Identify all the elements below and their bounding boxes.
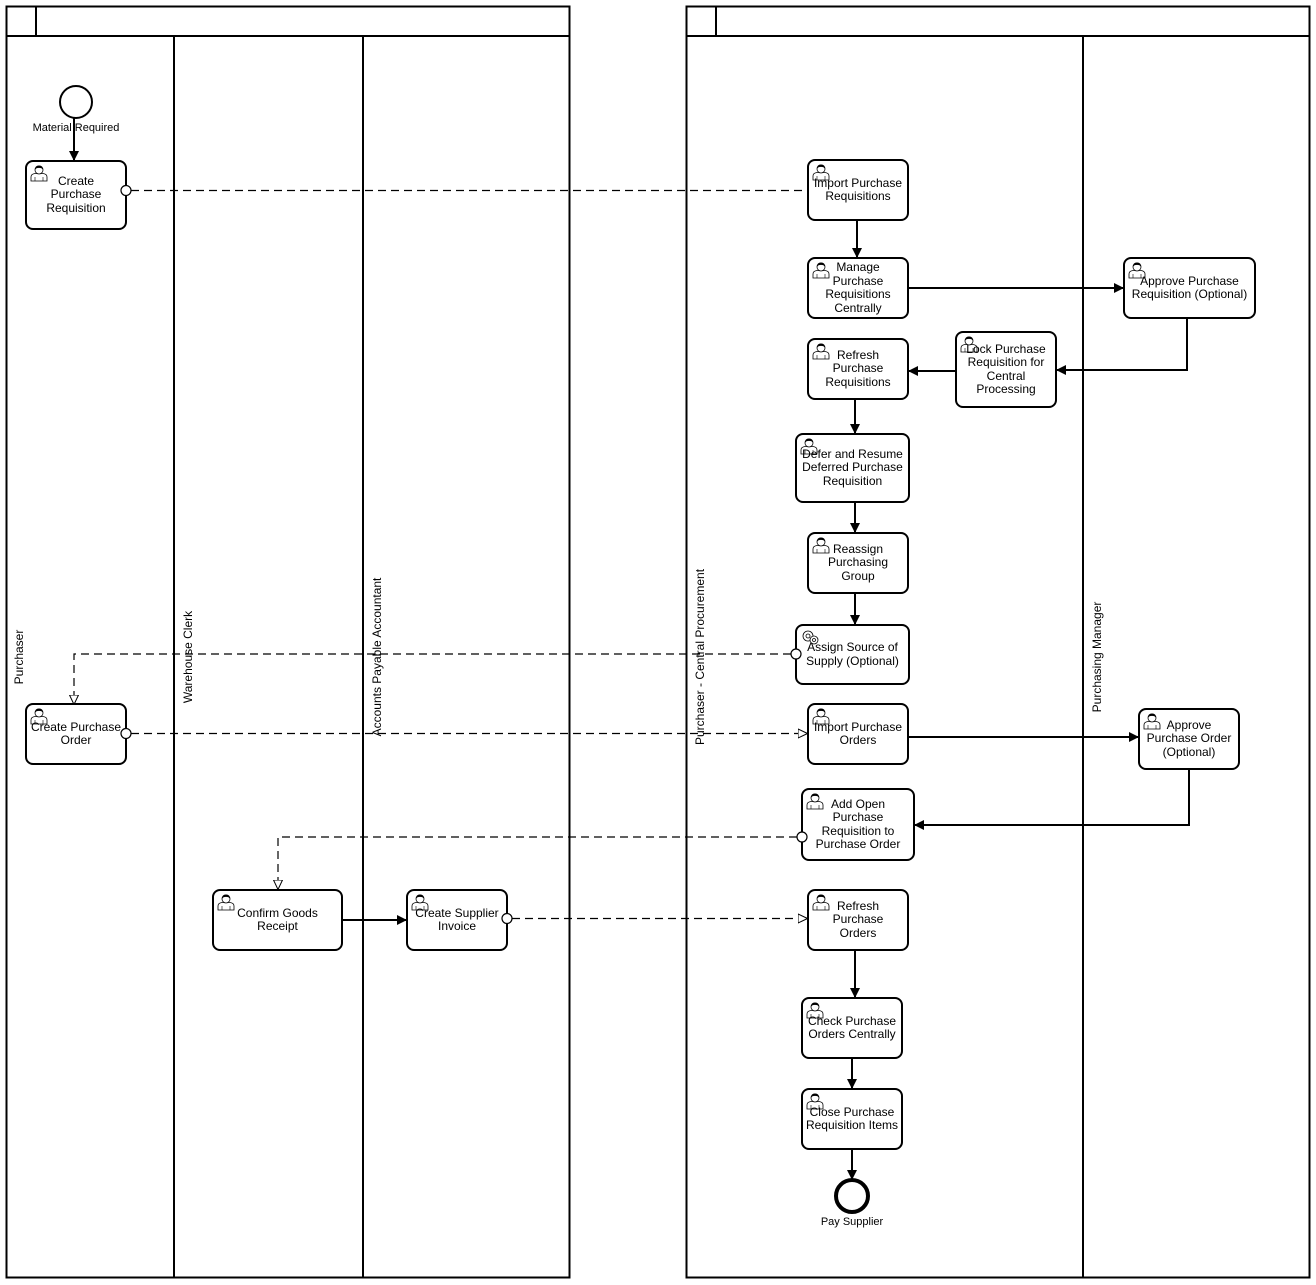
- lane-label-accounts-payable: Accounts Payable Accountant: [370, 577, 384, 736]
- task-label: Create Purchase Order: [30, 719, 122, 747]
- sequence-flows: [69, 118, 1190, 1180]
- lane-label-central-procurement: Purchaser - Central Procurement: [693, 568, 707, 745]
- task-label: Refresh Purchase Orders: [832, 898, 884, 940]
- lane-label-warehouse-clerk: Warehouse Clerk: [181, 610, 195, 703]
- task-label: Create Supplier Invoice: [415, 905, 499, 933]
- task-label: Assign Source of Supply (Optional): [806, 640, 899, 668]
- task-label: Lock Purchase Requisition for Central Pr…: [966, 341, 1046, 396]
- message-origin: [120, 727, 132, 740]
- task-approve-purchase-requisition[interactable]: Approve Purchase Requisition (Optional): [1123, 257, 1256, 319]
- task-label: Create Purchase Requisition: [46, 173, 106, 215]
- task-add-open-pr-to-po[interactable]: Add Open Purchase Requisition to Purchas…: [801, 788, 915, 861]
- task-refresh-purchase-requisitions[interactable]: Refresh Purchase Requisitions: [807, 338, 909, 400]
- task-label: Close Purchase Requisition Items: [805, 1104, 899, 1132]
- message-flows: [74, 191, 858, 919]
- task-defer-and-resume-purchase-requisition[interactable]: Defer and Resume Deferred Purchase Requi…: [795, 433, 910, 503]
- message-origin: [501, 912, 513, 925]
- pool-left: [5, 5, 571, 1279]
- sequence-flow: [914, 769, 1190, 830]
- message-flow: [74, 653, 791, 705]
- task-label: Reassign Purchasing Group: [827, 541, 889, 583]
- lane-label-purchasing-manager: Purchasing Manager: [1090, 602, 1104, 713]
- task-label: Check Purchase Orders Centrally: [807, 1013, 897, 1041]
- task-label: Defer and Resume Deferred Purchase Requi…: [802, 446, 903, 488]
- end-event-label: Pay Supplier: [821, 1216, 884, 1228]
- task-approve-purchase-order[interactable]: Approve Purchase Order (Optional): [1138, 708, 1240, 770]
- task-label: Refresh Purchase Requisitions: [825, 347, 891, 389]
- lane-label-purchaser: Purchaser: [12, 630, 26, 685]
- task-label: Import Purchase Orders: [813, 719, 903, 747]
- start-event-label: Material Required: [33, 122, 120, 134]
- task-label: Manage Purchase Requisitions Centrally: [825, 260, 891, 315]
- task-label: Import Purchase Requisitions: [813, 175, 903, 203]
- message-origin: [120, 184, 132, 197]
- task-create-supplier-invoice[interactable]: Create Supplier Invoice: [406, 889, 508, 951]
- task-close-purchase-requisition-items[interactable]: Close Purchase Requisition Items: [801, 1088, 903, 1150]
- task-confirm-goods-receipt[interactable]: Confirm Goods Receipt: [212, 889, 343, 951]
- task-create-purchase-order[interactable]: Create Purchase Order: [25, 703, 127, 765]
- sequence-flow: [1056, 318, 1188, 375]
- task-refresh-purchase-orders[interactable]: Refresh Purchase Orders: [807, 889, 909, 951]
- task-label: Add Open Purchase Requisition to Purchas…: [815, 796, 901, 851]
- message-flow-origins: [120, 184, 808, 925]
- end-event[interactable]: [834, 1178, 870, 1214]
- task-import-purchase-orders[interactable]: Import Purchase Orders: [807, 703, 909, 765]
- task-create-purchase-requisition[interactable]: Create Purchase Requisition: [25, 160, 127, 230]
- task-label: Confirm Goods Receipt: [237, 905, 318, 933]
- message-origin: [796, 831, 808, 843]
- task-import-purchase-requisitions[interactable]: Import Purchase Requisitions: [807, 159, 909, 221]
- task-lock-purchase-requisition[interactable]: Lock Purchase Requisition for Central Pr…: [955, 331, 1057, 408]
- task-reassign-purchasing-group[interactable]: Reassign Purchasing Group: [807, 532, 909, 594]
- start-event[interactable]: [59, 85, 93, 119]
- pool-right: [685, 5, 1311, 1279]
- task-check-purchase-orders-centrally[interactable]: Check Purchase Orders Centrally: [801, 997, 903, 1059]
- message-origin: [790, 648, 802, 660]
- message-flow: [278, 836, 797, 890]
- task-assign-source-of-supply[interactable]: Assign Source of Supply (Optional): [795, 624, 910, 685]
- task-manage-purchase-requisitions-centrally[interactable]: Manage Purchase Requisitions Centrally: [807, 257, 909, 319]
- task-label: Approve Purchase Requisition (Optional): [1131, 273, 1248, 301]
- task-label: Approve Purchase Order (Optional): [1146, 717, 1232, 759]
